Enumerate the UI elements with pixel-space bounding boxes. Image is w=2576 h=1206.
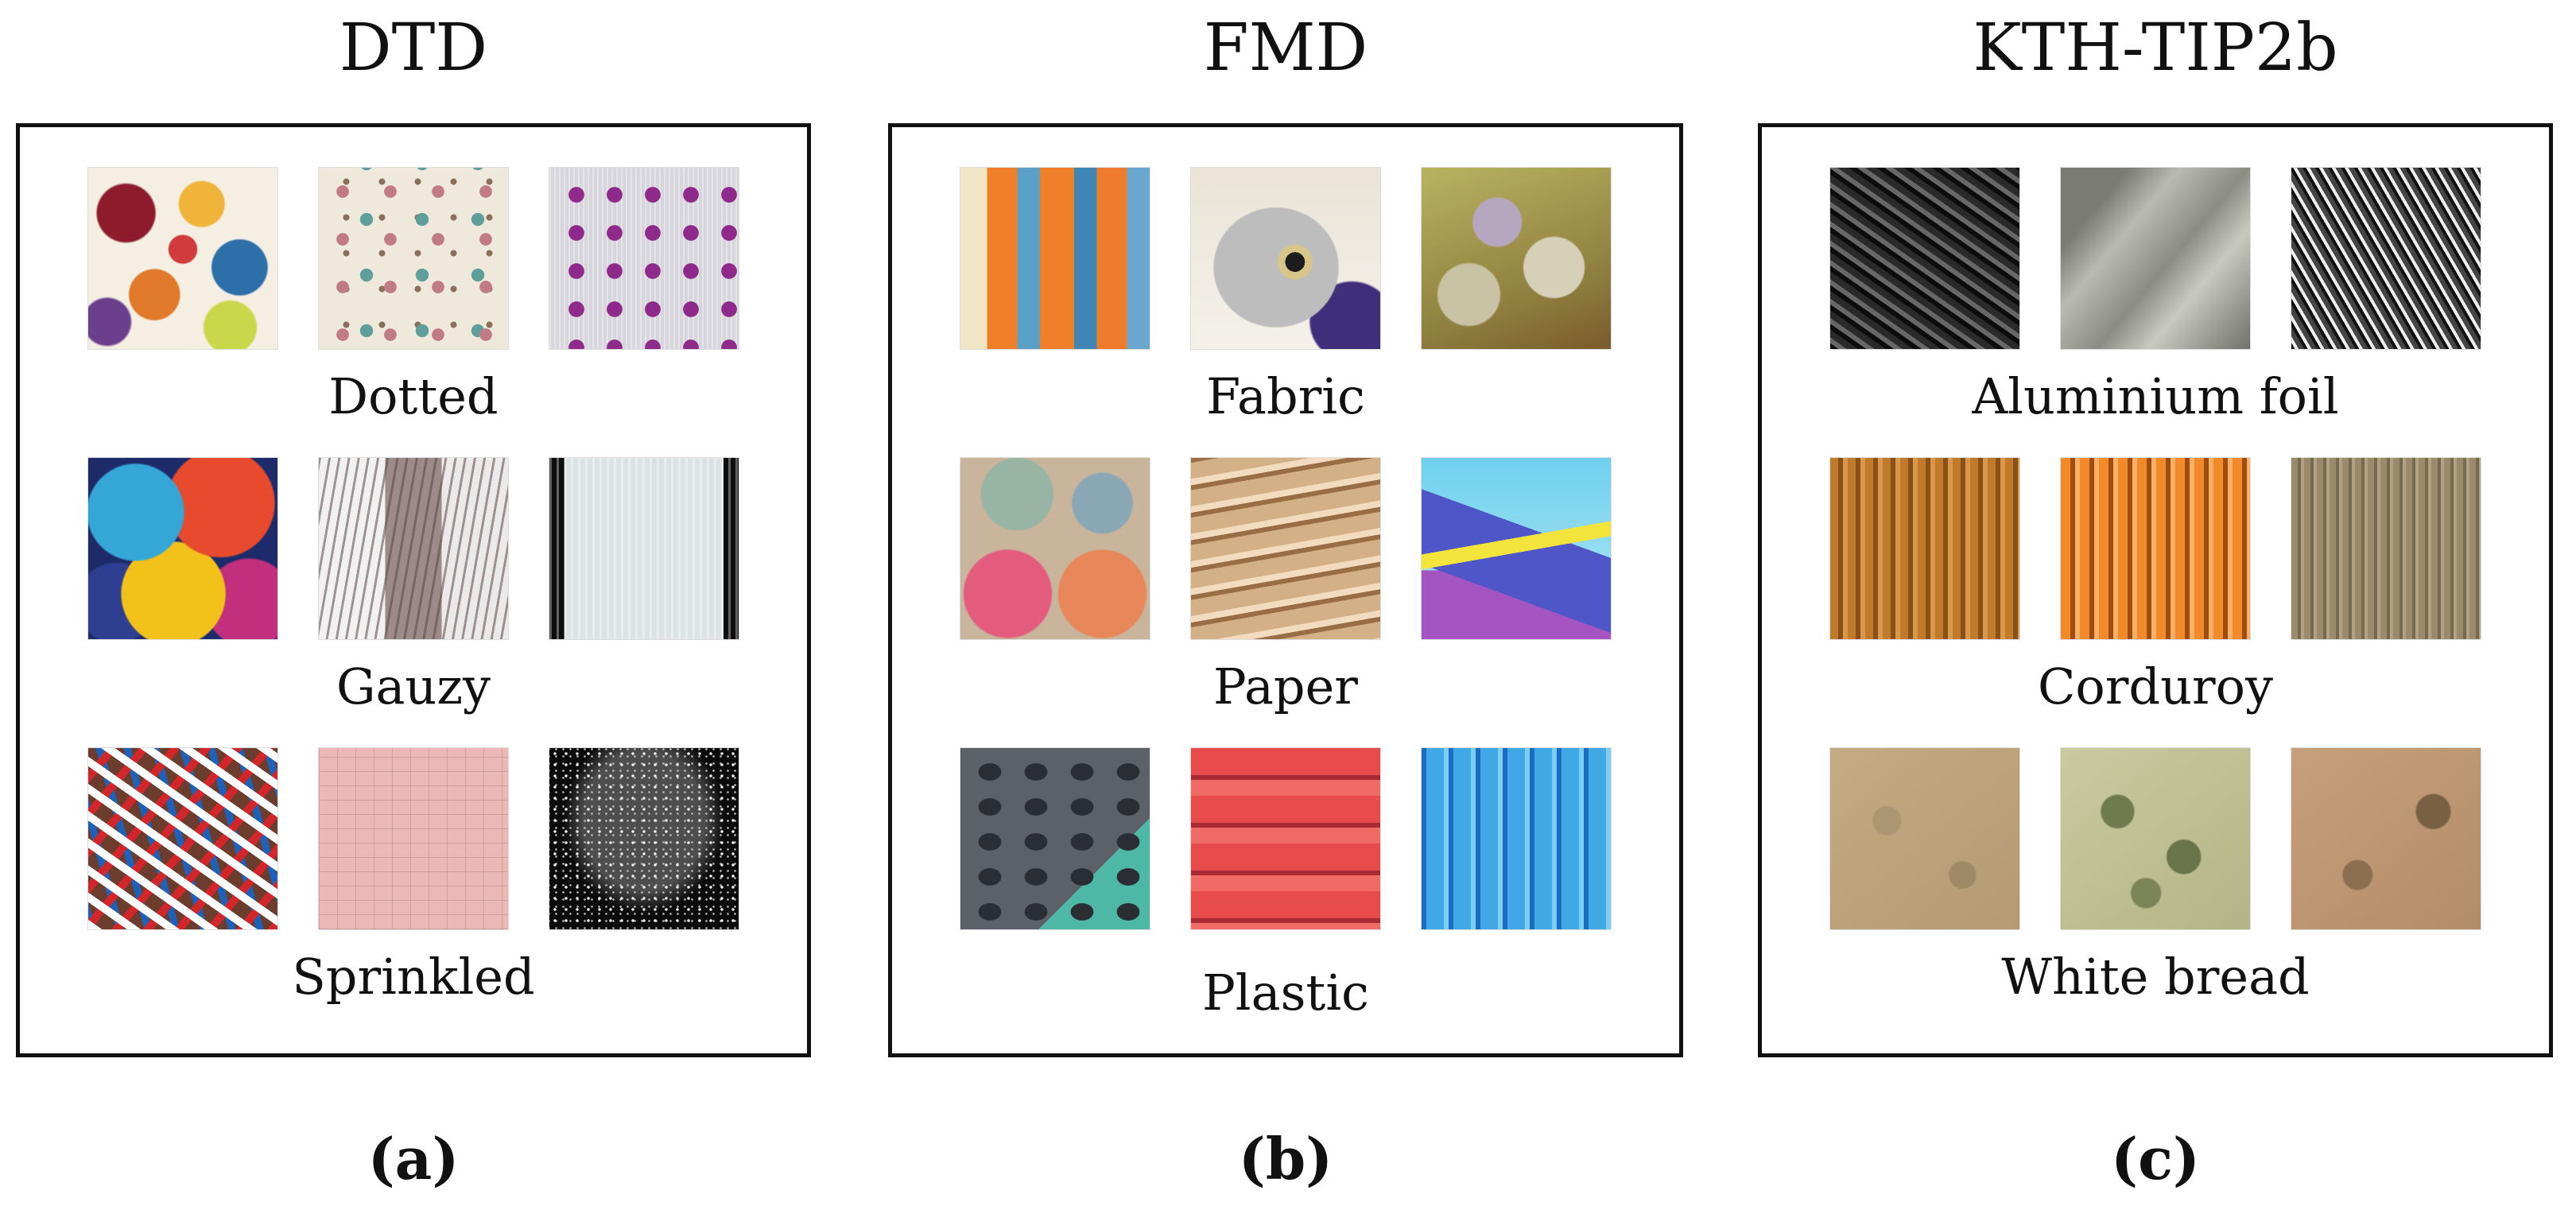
texture-fabric-curtains [960, 167, 1150, 350]
row-corduroy: Corduroy [1762, 457, 2549, 731]
texture-dots-pastel [318, 167, 509, 350]
row-sprinkled: Sprinkled [20, 747, 807, 1022]
panel-kth-title: KTH-TIP2b [1973, 10, 2338, 86]
texture-sprinkled-glass [549, 747, 739, 930]
row-label-plastic: Plastic [1202, 964, 1369, 1022]
texture-sprinkled-pink-paper [318, 747, 509, 930]
row-paper: Paper [892, 457, 1679, 731]
panel-dtd-title: DTD [339, 10, 488, 86]
row-white-bread: White bread [1762, 747, 2549, 1022]
row-fabric: Fabric [892, 167, 1679, 441]
panel-kth-caption: (c) [2111, 1125, 2200, 1192]
texture-sprinkles-donut [87, 747, 278, 930]
texture-bread-2 [2060, 747, 2251, 930]
texture-corduroy-grey [2291, 457, 2481, 640]
texture-foil-3 [2291, 167, 2481, 350]
texture-bread-1 [1829, 747, 2020, 930]
texture-plastic-red-crates [1190, 747, 1381, 930]
texture-plastic-blue-chairs [1421, 747, 1612, 930]
texture-foil-2 [2060, 167, 2251, 350]
texture-foil-1 [1829, 167, 2020, 350]
texture-gauze-colorful [87, 457, 278, 640]
texture-fabric-embroidery [1421, 167, 1612, 350]
panel-kth: Aluminium foil Corduroy White bread [1758, 123, 2553, 1057]
row-label-corduroy: Corduroy [2037, 657, 2273, 715]
row-dotted: Dotted [20, 167, 807, 441]
texture-paper-boat [1421, 457, 1612, 640]
panel-dtd-caption: (a) [367, 1125, 460, 1192]
row-plastic: Plastic [892, 747, 1679, 1022]
texture-corduroy-orange [2060, 457, 2251, 640]
row-aluminium-foil: Aluminium foil [1762, 167, 2549, 441]
row-label-white-bread: White bread [2001, 948, 2310, 1006]
row-label-dotted: Dotted [328, 367, 499, 425]
panel-dtd: Dotted Gauzy Sprinkled [16, 123, 811, 1057]
row-label-fabric: Fabric [1206, 367, 1365, 425]
texture-dots-multicolor [87, 167, 278, 350]
texture-bread-3 [2291, 747, 2481, 930]
texture-paper-torn-edges [1190, 457, 1381, 640]
texture-gauze-sheer-curtain [318, 457, 509, 640]
panel-fmd-caption: (b) [1238, 1125, 1333, 1192]
texture-corduroy-tan [1829, 457, 2020, 640]
panel-fmd: Fabric Paper Plastic [888, 123, 1683, 1057]
texture-paper-flowers [960, 457, 1150, 640]
texture-plastic-keypad [960, 747, 1150, 930]
row-label-aluminium-foil: Aluminium foil [1972, 367, 2339, 425]
texture-fabric-knitted-toy [1190, 167, 1381, 350]
texture-dots-purple [549, 167, 739, 350]
panel-fmd-title: FMD [1203, 10, 1368, 86]
row-label-gauzy: Gauzy [336, 657, 491, 715]
row-label-paper: Paper [1213, 657, 1358, 715]
row-gauzy: Gauzy [20, 457, 807, 731]
row-label-sprinkled: Sprinkled [292, 948, 535, 1006]
texture-gauze-window-curtain [549, 457, 739, 640]
